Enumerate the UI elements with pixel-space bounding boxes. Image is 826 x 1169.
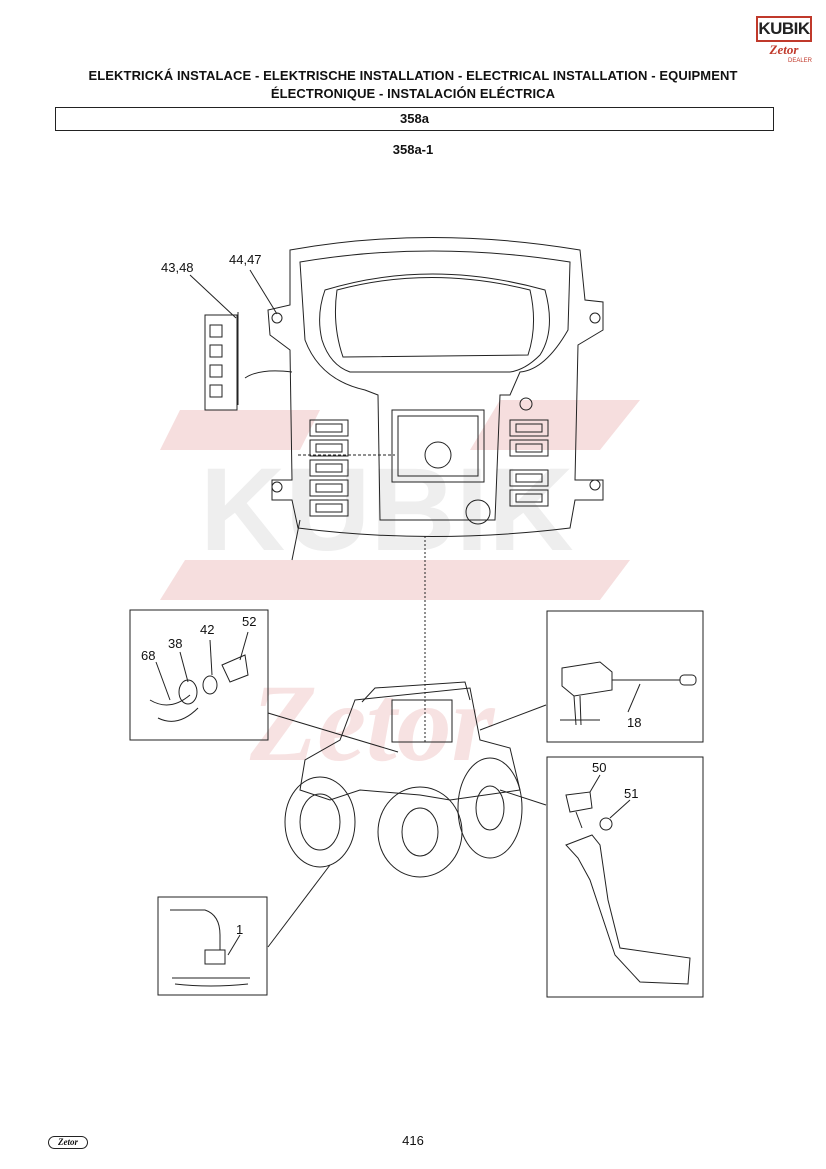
callout-cable: 68 [141,648,156,663]
dealer-logo-text: DEALER [787,58,812,64]
subsection-number: 358a-1 [392,142,434,157]
callout-connector: 52 [242,614,257,629]
detail-box-pedal-switch [546,756,704,998]
callout-sender: 1 [236,922,244,937]
callout-grommet: 38 [168,636,183,651]
dashboard-panel [204,237,604,742]
svg-text:Zetor: Zetor [249,662,496,784]
detail-box-column-switch [546,610,704,743]
callout-nut: 51 [624,786,639,801]
callout-sensor: 50 [592,760,607,775]
section-number-box: 358a [55,107,774,131]
page-title-line-1: ELEKTRICKÁ INSTALACE - ELEKTRISCHE INSTA… [88,68,738,83]
callout-seal: 42 [200,622,215,637]
svg-text:KUBIK: KUBIK [200,444,574,576]
tractor-illustration [267,681,547,948]
kubik-logo-text: KUBIK [756,16,812,42]
zetor-logo-text: Zetor [769,42,799,57]
watermark: KUBIK Zetor [160,400,640,784]
detail-box-sender [157,896,268,996]
footer-zetor-logo: Zetor [48,1136,88,1149]
page-title-line-2: ÉLECTRONIQUE - INSTALACIÓN ELÉCTRICA [270,86,556,101]
callout-switch: 18 [627,715,642,730]
kubik-zetor-logo: KUBIK Zetor DEALER [756,16,812,66]
detail-box-cable-grommet [129,609,269,741]
callout-dash-screws: 43,48 [161,260,194,275]
callout-dash-nuts: 44,47 [229,252,262,267]
page-number: 416 [402,1133,424,1148]
